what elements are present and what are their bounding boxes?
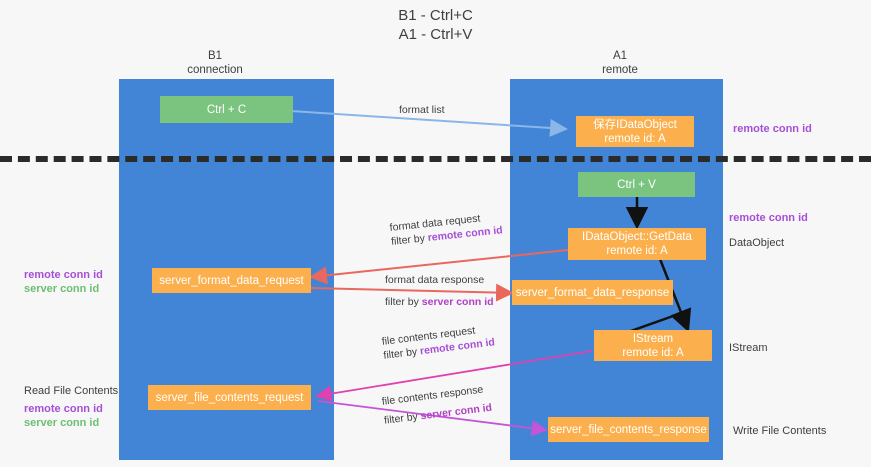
annotation-write-file-contents: Write File Contents: [733, 425, 827, 437]
node-idataobject-getdata[interactable]: IDataObject::GetData remote id: A: [568, 228, 706, 260]
node-istream-line-1: IStream: [632, 332, 674, 345]
diagram-title: B1 - Ctrl+C A1 - Ctrl+V: [0, 6, 871, 44]
filter-prefix: filter by: [383, 410, 422, 427]
node-ctrl-v-label: Ctrl + V: [617, 178, 656, 191]
annotation-left-remote-conn-id-mid: remote conn id: [24, 269, 103, 281]
column-header-b1-name: B1: [207, 50, 223, 62]
annotation-left-remote-conn-id-bottom: remote conn id: [24, 403, 103, 415]
annotation-remote-conn-id-mid: remote conn id: [729, 212, 808, 224]
node-server-format-data-response[interactable]: server_format_data_response: [512, 280, 673, 305]
column-header-b1-sub: connection: [187, 64, 243, 76]
annotation-read-file-contents: Read File Contents: [24, 385, 119, 397]
node-server-file-contents-request[interactable]: server_file_contents_request: [148, 385, 311, 410]
node-ctrl-c[interactable]: Ctrl + C: [160, 96, 293, 123]
node-server-file-contents-response-label: server_file_contents_response: [550, 423, 707, 436]
edge-label-file-contents-request: file contents request filter by remote c…: [381, 321, 496, 362]
node-ctrl-c-label: Ctrl + C: [206, 103, 247, 116]
node-ctrl-v[interactable]: Ctrl + V: [578, 172, 695, 197]
node-server-file-contents-request-label: server_file_contents_request: [155, 391, 304, 404]
filter-prefix: filter by: [390, 232, 429, 248]
node-getdata-line-1: IDataObject::GetData: [582, 231, 692, 243]
column-header-a1-sub: remote: [602, 64, 638, 76]
annotation-dataobject: DataObject: [729, 237, 785, 249]
diagram-title-line-1: B1 - Ctrl+C: [398, 7, 473, 24]
annotation-istream: IStream: [729, 342, 768, 354]
edge-label-format-data-response-filter: filter by server conn id: [385, 295, 494, 309]
column-header-a1-name: A1: [612, 50, 628, 62]
node-server-format-data-request-label: server_format_data_request: [159, 274, 304, 287]
edge-label-format-data-request: format data request filter by remote con…: [389, 209, 503, 249]
column-header-b1: B1 connection: [125, 49, 305, 77]
node-server-format-data-response-label: server_format_data_response: [515, 286, 670, 299]
annotation-left-server-conn-id-bottom: server conn id: [24, 417, 100, 429]
diagram-title-line-2: A1 - Ctrl+V: [398, 26, 473, 43]
filter-prefix: filter by: [382, 345, 421, 362]
node-istream-line-2: remote id: A: [622, 346, 684, 359]
edge-label-file-contents-response: file contents response filter by server …: [381, 382, 493, 428]
annotation-remote-conn-id-top: remote conn id: [733, 123, 812, 135]
filter-key-server-conn-id: server conn id: [421, 296, 494, 308]
node-idataobject-top-line-2: remote id: A: [604, 132, 666, 145]
column-header-a1: A1 remote: [530, 49, 710, 77]
node-idataobject-top[interactable]: 保存IDataObject remote id: A: [576, 116, 694, 147]
node-istream[interactable]: IStream remote id: A: [594, 330, 712, 361]
edge-label-format-data-response: format data response filter by server co…: [385, 273, 494, 309]
edge-label-format-list-text: format list: [399, 104, 445, 116]
annotation-left-server-conn-id-mid: server conn id: [24, 283, 100, 295]
node-getdata-line-2: remote id: A: [606, 245, 668, 257]
node-idataobject-top-line-1: 保存IDataObject: [593, 118, 677, 131]
node-server-file-contents-response[interactable]: server_file_contents_response: [548, 417, 709, 442]
filter-prefix: filter by: [385, 296, 422, 308]
node-server-format-data-request[interactable]: server_format_data_request: [152, 268, 311, 293]
filter-key-server-conn-id: server conn id: [419, 401, 493, 423]
section-divider: [0, 156, 871, 162]
edge-label-format-data-response-text: format data response: [385, 274, 485, 286]
edge-label-format-list: format list: [399, 103, 445, 117]
